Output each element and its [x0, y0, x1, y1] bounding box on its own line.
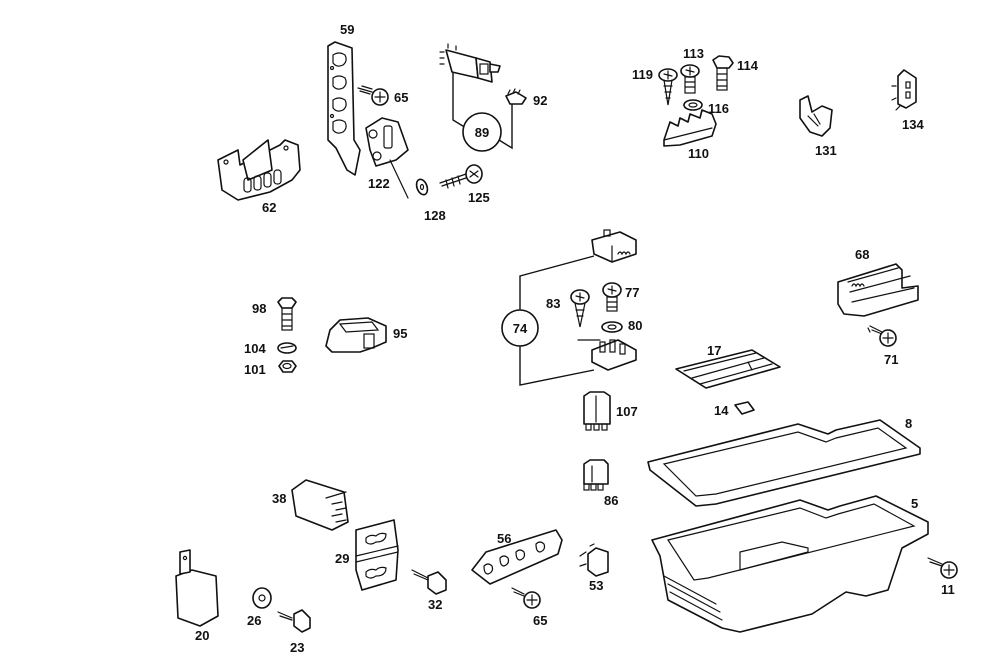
callout-113: 113 — [683, 46, 704, 61]
group-label-74: 74 — [513, 321, 528, 336]
part-29-bracket — [355, 519, 399, 591]
part-110-comb-holder — [663, 109, 717, 147]
part-98-bolt — [277, 297, 297, 331]
callout-128: 128 — [424, 208, 446, 223]
part-74-terminal-block — [577, 339, 637, 371]
callout-23: 23 — [290, 640, 304, 655]
callout-56: 56 — [497, 531, 511, 546]
callout-5: 5 — [911, 496, 918, 511]
callout-86: 86 — [604, 493, 618, 508]
callout-104: 104 — [244, 341, 266, 356]
callout-125: 125 — [468, 190, 490, 205]
callout-134: 134 — [902, 117, 924, 132]
part-114-bolt — [712, 55, 734, 91]
part-62-bracket — [217, 139, 301, 201]
part-77-screw — [602, 282, 622, 312]
callout-95: 95 — [393, 326, 407, 341]
callout-labels: 59 65 62 122 128 125 92 113 114 119 116 … — [195, 22, 955, 655]
part-116-washer — [683, 99, 703, 111]
part-125-screw — [439, 164, 483, 189]
group-label-89: 89 — [475, 125, 489, 140]
callout-53: 53 — [589, 578, 603, 593]
part-101-nut — [278, 360, 297, 373]
callout-110: 110 — [688, 146, 709, 161]
part-122-clip — [365, 117, 409, 199]
callout-71: 71 — [884, 352, 898, 367]
part-56-plate — [471, 529, 563, 585]
callout-114: 114 — [737, 58, 759, 73]
callout-65: 65 — [394, 90, 408, 105]
part-80-washer — [601, 321, 623, 333]
callout-77: 77 — [625, 285, 639, 300]
part-26-washer — [252, 587, 272, 609]
part-38-relay — [291, 479, 349, 531]
callout-20: 20 — [195, 628, 209, 643]
callout-62: 62 — [262, 200, 276, 215]
group-89: 89 — [452, 73, 513, 152]
part-86-relay — [583, 459, 609, 491]
part-104-lock-washer — [277, 342, 297, 354]
part-65-screw-top — [357, 85, 389, 106]
part-92-connector — [505, 88, 527, 105]
part-131-clip — [799, 95, 833, 137]
part-107-relay — [583, 391, 611, 431]
callout-14: 14 — [714, 403, 729, 418]
part-8-gasket — [647, 419, 921, 507]
callout-26: 26 — [247, 613, 261, 628]
part-53-relay — [579, 543, 609, 577]
callout-38: 38 — [272, 491, 286, 506]
part-11-screw — [927, 557, 958, 579]
part-89-switch — [439, 43, 501, 83]
part-74-cover — [591, 229, 637, 263]
part-5-oil-pan — [651, 495, 929, 633]
callout-116: 116 — [708, 101, 729, 116]
callout-29: 29 — [335, 551, 349, 566]
part-68-fuse-block — [837, 263, 919, 317]
part-128-washer — [415, 178, 429, 196]
part-14-bulb — [734, 401, 755, 415]
callout-98: 98 — [252, 301, 266, 316]
callout-32: 32 — [428, 597, 442, 612]
callout-92: 92 — [533, 93, 547, 108]
callout-83: 83 — [546, 296, 560, 311]
callout-17: 17 — [707, 343, 721, 358]
part-17-label-sheet — [675, 349, 781, 389]
callout-59: 59 — [340, 22, 354, 37]
group-74: 74 — [501, 255, 595, 386]
callout-68: 68 — [855, 247, 869, 262]
callout-11: 11 — [941, 582, 955, 597]
part-32-screw — [411, 569, 447, 595]
callout-107: 107 — [616, 404, 638, 419]
part-83-screw — [570, 289, 590, 328]
part-23-screw — [277, 609, 311, 633]
part-134-bracket — [891, 69, 917, 111]
callout-119: 119 — [632, 67, 653, 82]
part-65-screw-bottom — [511, 587, 541, 609]
part-95-holder — [325, 317, 387, 353]
callout-101: 101 — [244, 362, 266, 377]
part-119-screw — [658, 68, 678, 106]
callout-122: 122 — [368, 176, 390, 191]
part-59-plate — [327, 41, 361, 176]
callout-80: 80 — [628, 318, 642, 333]
part-20-relay — [175, 549, 219, 627]
part-113-screw — [680, 64, 700, 94]
callout-131: 131 — [815, 143, 837, 158]
callout-8: 8 — [905, 416, 912, 431]
part-71-screw — [867, 325, 897, 347]
callout-65b: 65 — [533, 613, 547, 628]
